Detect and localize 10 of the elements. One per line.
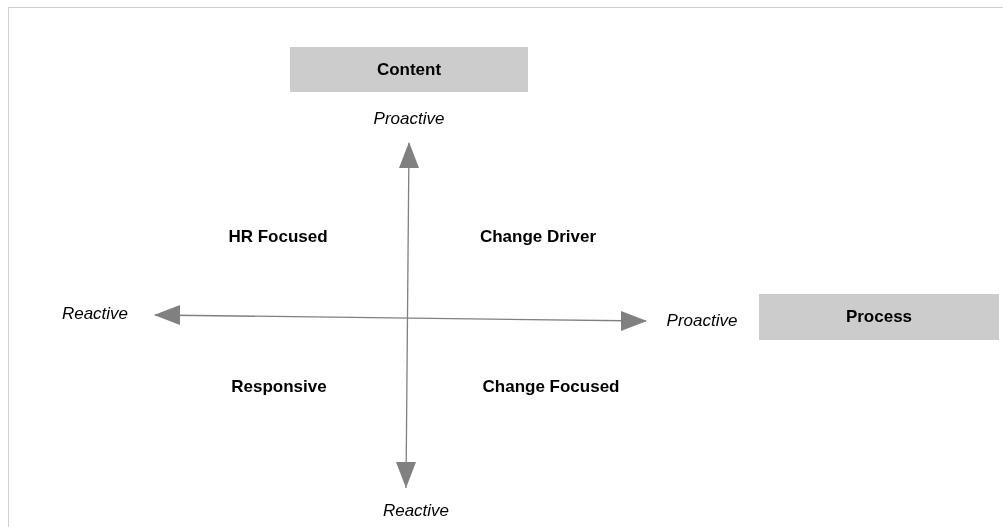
category-box: Process — [759, 294, 999, 340]
axis-label: Reactive — [61, 303, 129, 326]
quadrant-label: Change Driver — [479, 226, 597, 249]
quadrant-label: Responsive — [231, 376, 327, 399]
quadrant-label: HR Focused — [228, 226, 328, 249]
axis-label: Proactive — [666, 310, 738, 333]
category-box: Content — [290, 47, 528, 92]
axis-label: Reactive — [382, 500, 450, 523]
quadrant-label: Change Focused — [482, 376, 620, 399]
axis-label: Proactive — [373, 108, 445, 131]
